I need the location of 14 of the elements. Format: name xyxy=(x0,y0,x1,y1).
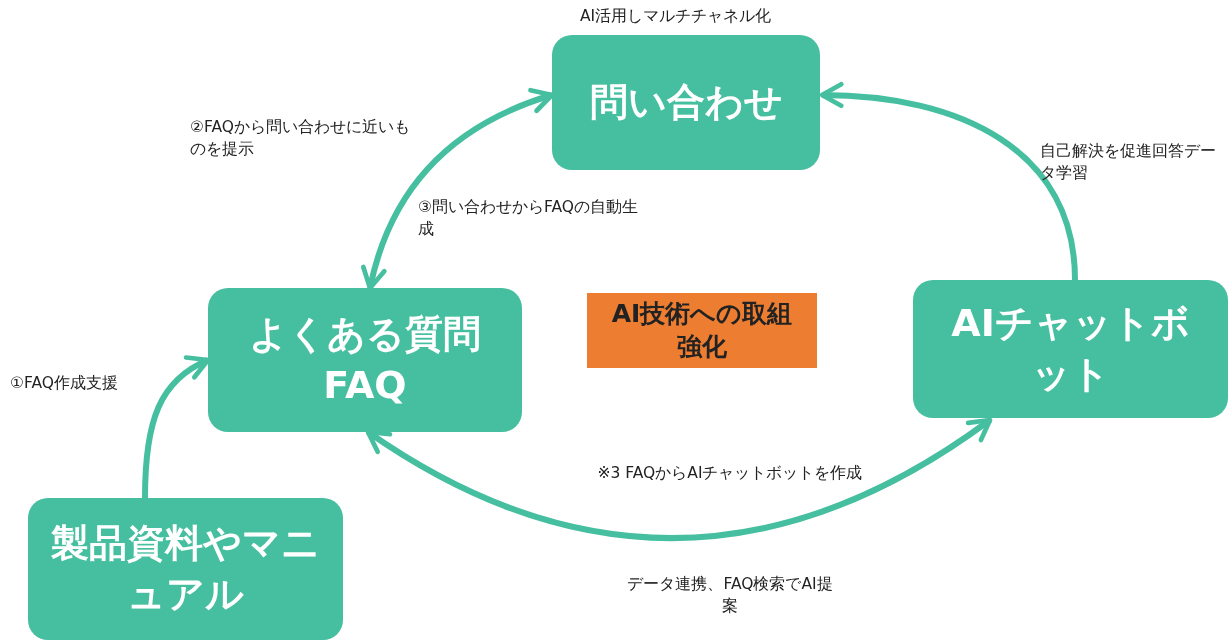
manual-box: 製品資料やマニュアル xyxy=(28,498,343,640)
arrow xyxy=(365,417,993,541)
note-text: ②FAQから問い合わせに近いものを提示 xyxy=(190,117,411,161)
inquiry-box: 問い合わせ xyxy=(552,35,820,170)
edge-label: ①FAQ作成支援 xyxy=(10,373,119,394)
edge-label: 自己解決を促進回答データ学習 xyxy=(1040,141,1217,185)
chatbot-box: AIチャットボット xyxy=(913,280,1228,418)
note-text: データ連携、FAQ検索でAI提案 xyxy=(626,574,834,618)
faq-box: よくある質問FAQ xyxy=(208,288,522,432)
note-text: ③問い合わせからFAQの自動生成 xyxy=(418,197,639,241)
highlight-box: AI技術への取組強化 xyxy=(587,293,817,368)
caption-text: AI活用しマルチチャネル化 xyxy=(580,6,772,27)
edge-label: ※3 FAQからAIチャットボットを作成 xyxy=(596,463,864,484)
arrow xyxy=(819,82,1078,281)
